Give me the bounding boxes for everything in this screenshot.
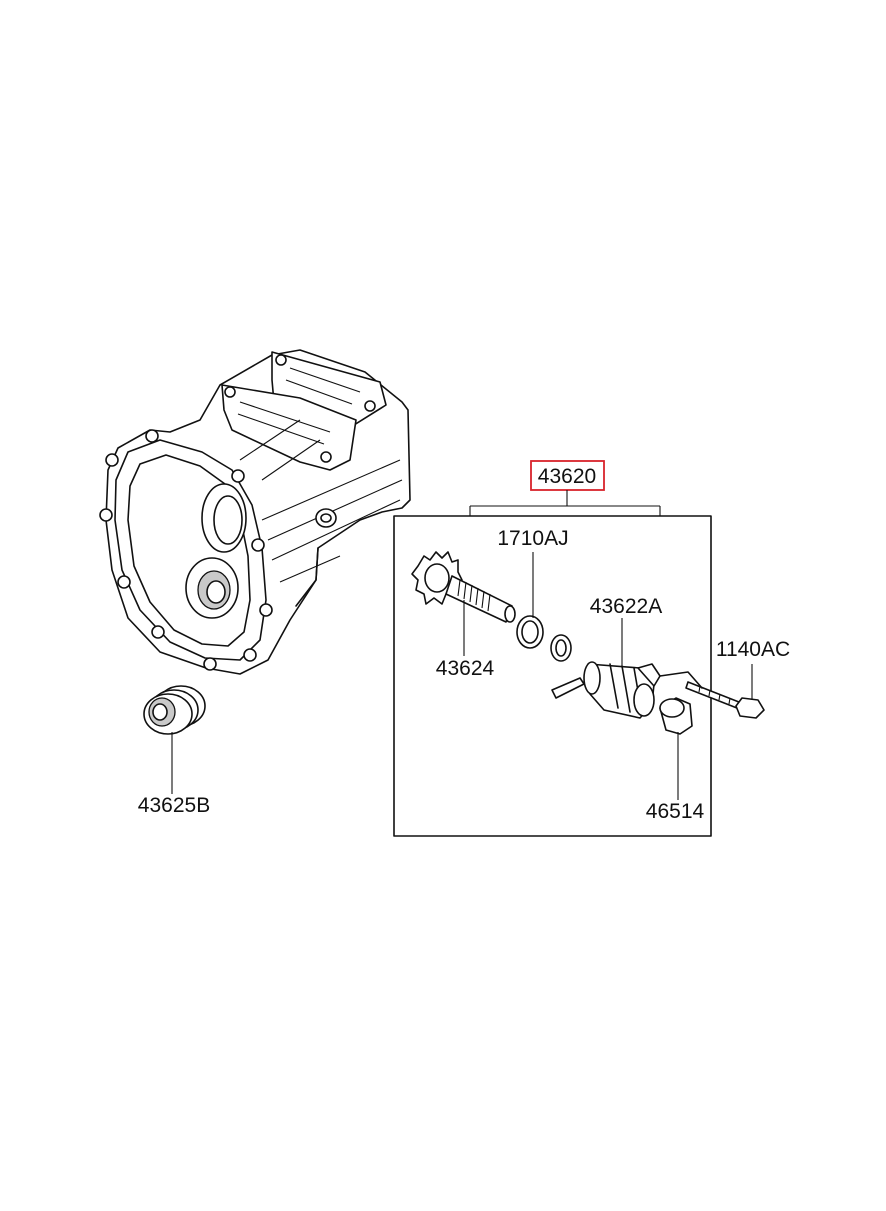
transmission-case: [99, 349, 411, 675]
callout-46514: 46514: [646, 800, 705, 823]
assembly-frame: [393, 515, 712, 837]
callout-1140AC: 1140AC: [716, 638, 790, 661]
callout-43625B: 43625B: [138, 794, 210, 817]
seal-43625B: [143, 685, 206, 735]
callout-1710AJ: 1710AJ: [497, 527, 568, 550]
sleeve-43622A: [583, 661, 661, 719]
assembly-leader: [469, 490, 661, 516]
assembly-label: 43620: [538, 465, 596, 488]
callout-43622A: 43622A: [590, 595, 662, 618]
cap-46514: [659, 697, 693, 735]
washer: [550, 634, 572, 662]
retaining-pin: [551, 677, 585, 699]
callout-43624: 43624: [436, 657, 495, 680]
drive-gear-43624: [411, 551, 516, 623]
bolt-1140AC: [659, 671, 765, 719]
o-ring-1710AJ: [516, 615, 544, 649]
